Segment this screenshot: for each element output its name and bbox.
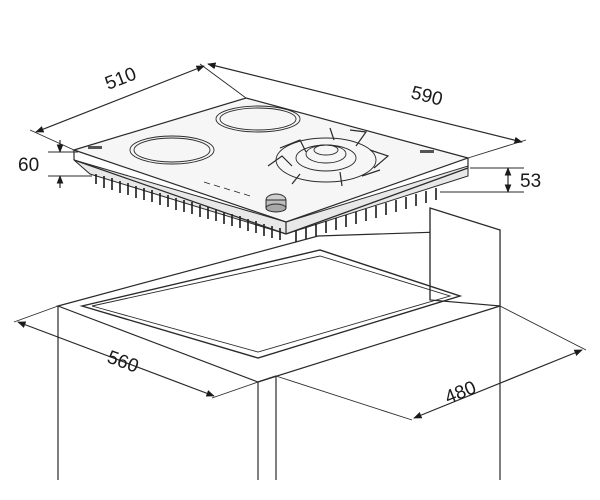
gas-knob [265, 193, 287, 213]
label-53: 53 [520, 171, 541, 192]
dimension-hob-height: 60 [18, 140, 92, 188]
dimension-hob-thickness: 53 [440, 167, 541, 193]
label-560: 560 [104, 347, 141, 378]
label-590: 590 [409, 82, 445, 110]
brand-logo [88, 146, 434, 153]
label-510: 510 [102, 64, 139, 95]
label-60: 60 [18, 155, 39, 176]
touch-controls [203, 181, 251, 197]
hob [72, 97, 471, 242]
hob-ribs [95, 174, 437, 242]
label-480: 480 [442, 377, 479, 408]
cabinet-cutout [56, 207, 501, 480]
cooking-zone-front [129, 135, 215, 165]
